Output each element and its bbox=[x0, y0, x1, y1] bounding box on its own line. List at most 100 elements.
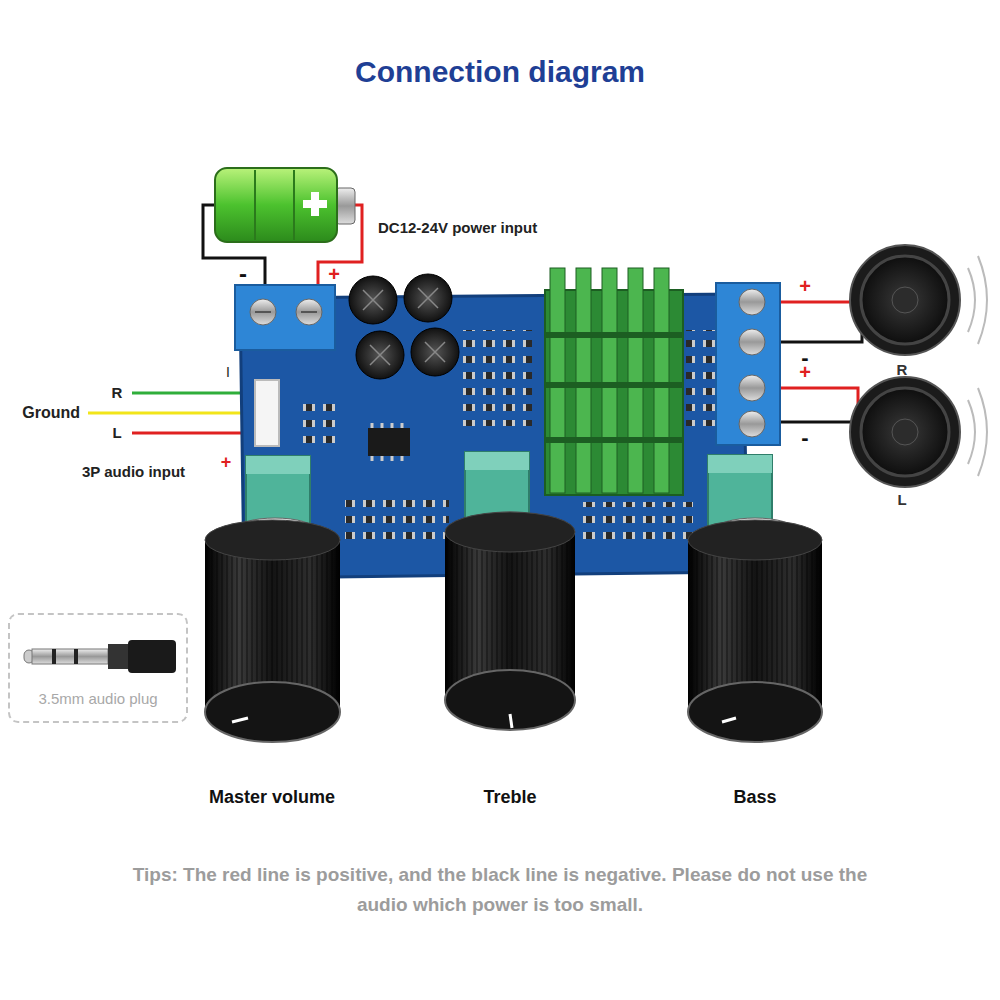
speaker-r-part bbox=[850, 245, 960, 355]
speaker-terminal-part bbox=[716, 283, 780, 445]
speaker-wires-part bbox=[770, 292, 858, 302]
power-terminal-part bbox=[250, 299, 276, 325]
treble-knob-part bbox=[445, 670, 575, 730]
treble-knob bbox=[445, 452, 575, 730]
bass-knob-part bbox=[708, 455, 772, 527]
speaker-terminal bbox=[716, 283, 780, 445]
audio-plug-icon-part bbox=[74, 649, 78, 664]
bass-knob-part bbox=[688, 682, 822, 742]
speaker-terminal-part bbox=[739, 289, 765, 315]
pcb-board-part bbox=[462, 330, 532, 426]
power-terminal-part bbox=[235, 285, 335, 350]
signal-name: R bbox=[112, 384, 123, 401]
master-volume-knob-part bbox=[246, 456, 310, 474]
pcb-board-part bbox=[300, 400, 340, 448]
polarity-sign: + bbox=[799, 361, 811, 384]
audio-plug-icon-part bbox=[128, 640, 176, 673]
speaker-terminal-part bbox=[739, 375, 765, 401]
polarity-sign: - bbox=[801, 425, 808, 450]
tips-caption: Tips: The red line is positive, and the … bbox=[105, 860, 895, 920]
plug-label: 3.5mm audio plug bbox=[38, 690, 157, 707]
heatsink-part bbox=[550, 268, 565, 493]
pcb-board-part bbox=[345, 498, 449, 546]
capacitors bbox=[349, 274, 459, 379]
master-volume-knob-part bbox=[205, 520, 340, 560]
power-terminal-part bbox=[296, 299, 322, 325]
speaker-l-part bbox=[850, 377, 960, 487]
heatsink-part bbox=[576, 268, 591, 493]
heatsink-part bbox=[628, 268, 643, 493]
speaker-l-part bbox=[892, 419, 918, 445]
audio-plug-icon bbox=[24, 640, 176, 673]
heatsink-part bbox=[545, 335, 683, 440]
speaker-r-part bbox=[968, 256, 987, 344]
knob-label: Bass bbox=[733, 787, 776, 808]
treble-knob-part bbox=[465, 452, 529, 522]
speaker-wires bbox=[770, 292, 862, 455]
connector-label: 3P audio input bbox=[82, 463, 185, 480]
power-terminal-part bbox=[255, 311, 271, 313]
bass-knob-part bbox=[722, 718, 736, 722]
audio-plug-icon-part bbox=[32, 649, 108, 664]
treble-knob-part bbox=[510, 714, 512, 728]
treble-knob-part bbox=[445, 512, 575, 552]
speaker-terminal-part bbox=[739, 329, 765, 355]
pcb-board-part bbox=[583, 502, 693, 546]
audio-plug-icon-part bbox=[108, 644, 128, 669]
speaker-l-part bbox=[861, 388, 949, 476]
polarity-sign: + bbox=[328, 263, 340, 286]
bass-knob-part bbox=[688, 520, 822, 560]
heatsink-part bbox=[654, 268, 669, 493]
bass-knob-part bbox=[708, 455, 772, 473]
speaker-l bbox=[850, 377, 987, 487]
pin-mark: I bbox=[226, 364, 230, 380]
speaker-terminal-part bbox=[739, 411, 765, 437]
signal-name: Ground bbox=[22, 404, 80, 422]
polarity-sign: + bbox=[799, 275, 811, 298]
input-connector bbox=[255, 380, 279, 446]
treble-knob-part bbox=[465, 452, 529, 470]
pcb-board-part bbox=[686, 330, 716, 426]
master-volume-knob-part bbox=[205, 682, 340, 742]
capacitors-part bbox=[363, 288, 445, 365]
audio-input-wires-part bbox=[88, 412, 260, 415]
power-terminal bbox=[235, 285, 335, 350]
input-connector-part bbox=[255, 380, 279, 446]
heatsink-part bbox=[602, 268, 617, 493]
power-label: DC12-24V power input bbox=[378, 219, 537, 236]
bass-knob bbox=[688, 455, 822, 742]
amplifier-chip bbox=[368, 423, 410, 461]
master-volume-knob-part bbox=[232, 718, 248, 722]
speaker-r-part bbox=[861, 256, 949, 344]
power-terminal-part bbox=[301, 311, 317, 313]
audio-plug-icon-part bbox=[52, 649, 56, 664]
speaker-r-part bbox=[892, 287, 918, 313]
plug-box: 3.5mm audio plug bbox=[8, 613, 188, 723]
speaker-l-part bbox=[968, 388, 987, 476]
speaker-wires-part bbox=[770, 422, 862, 455]
battery-icon bbox=[215, 168, 355, 242]
knob-label: Master volume bbox=[209, 787, 335, 808]
signal-name: L bbox=[112, 424, 121, 441]
knob-label: Treble bbox=[483, 787, 536, 808]
channel-name: R bbox=[897, 361, 908, 378]
battery-icon-part bbox=[215, 168, 337, 242]
battery-icon-part bbox=[254, 170, 256, 240]
battery-icon-part bbox=[293, 170, 295, 240]
channel-name: L bbox=[897, 491, 906, 508]
speaker-wires-part bbox=[770, 388, 858, 420]
speaker-r bbox=[850, 245, 987, 355]
speaker-wires-part bbox=[770, 325, 862, 342]
amplifier-chip-part bbox=[372, 423, 402, 461]
amplifier-chip-part bbox=[368, 428, 410, 456]
battery-icon-part bbox=[311, 192, 319, 216]
polarity-sign: - bbox=[239, 260, 247, 288]
heatsink bbox=[545, 268, 683, 495]
master-volume-knob bbox=[205, 456, 340, 742]
diagram-title: Connection diagram bbox=[355, 55, 645, 90]
master-volume-knob-part bbox=[246, 456, 310, 528]
polarity-sign: + bbox=[221, 452, 232, 473]
